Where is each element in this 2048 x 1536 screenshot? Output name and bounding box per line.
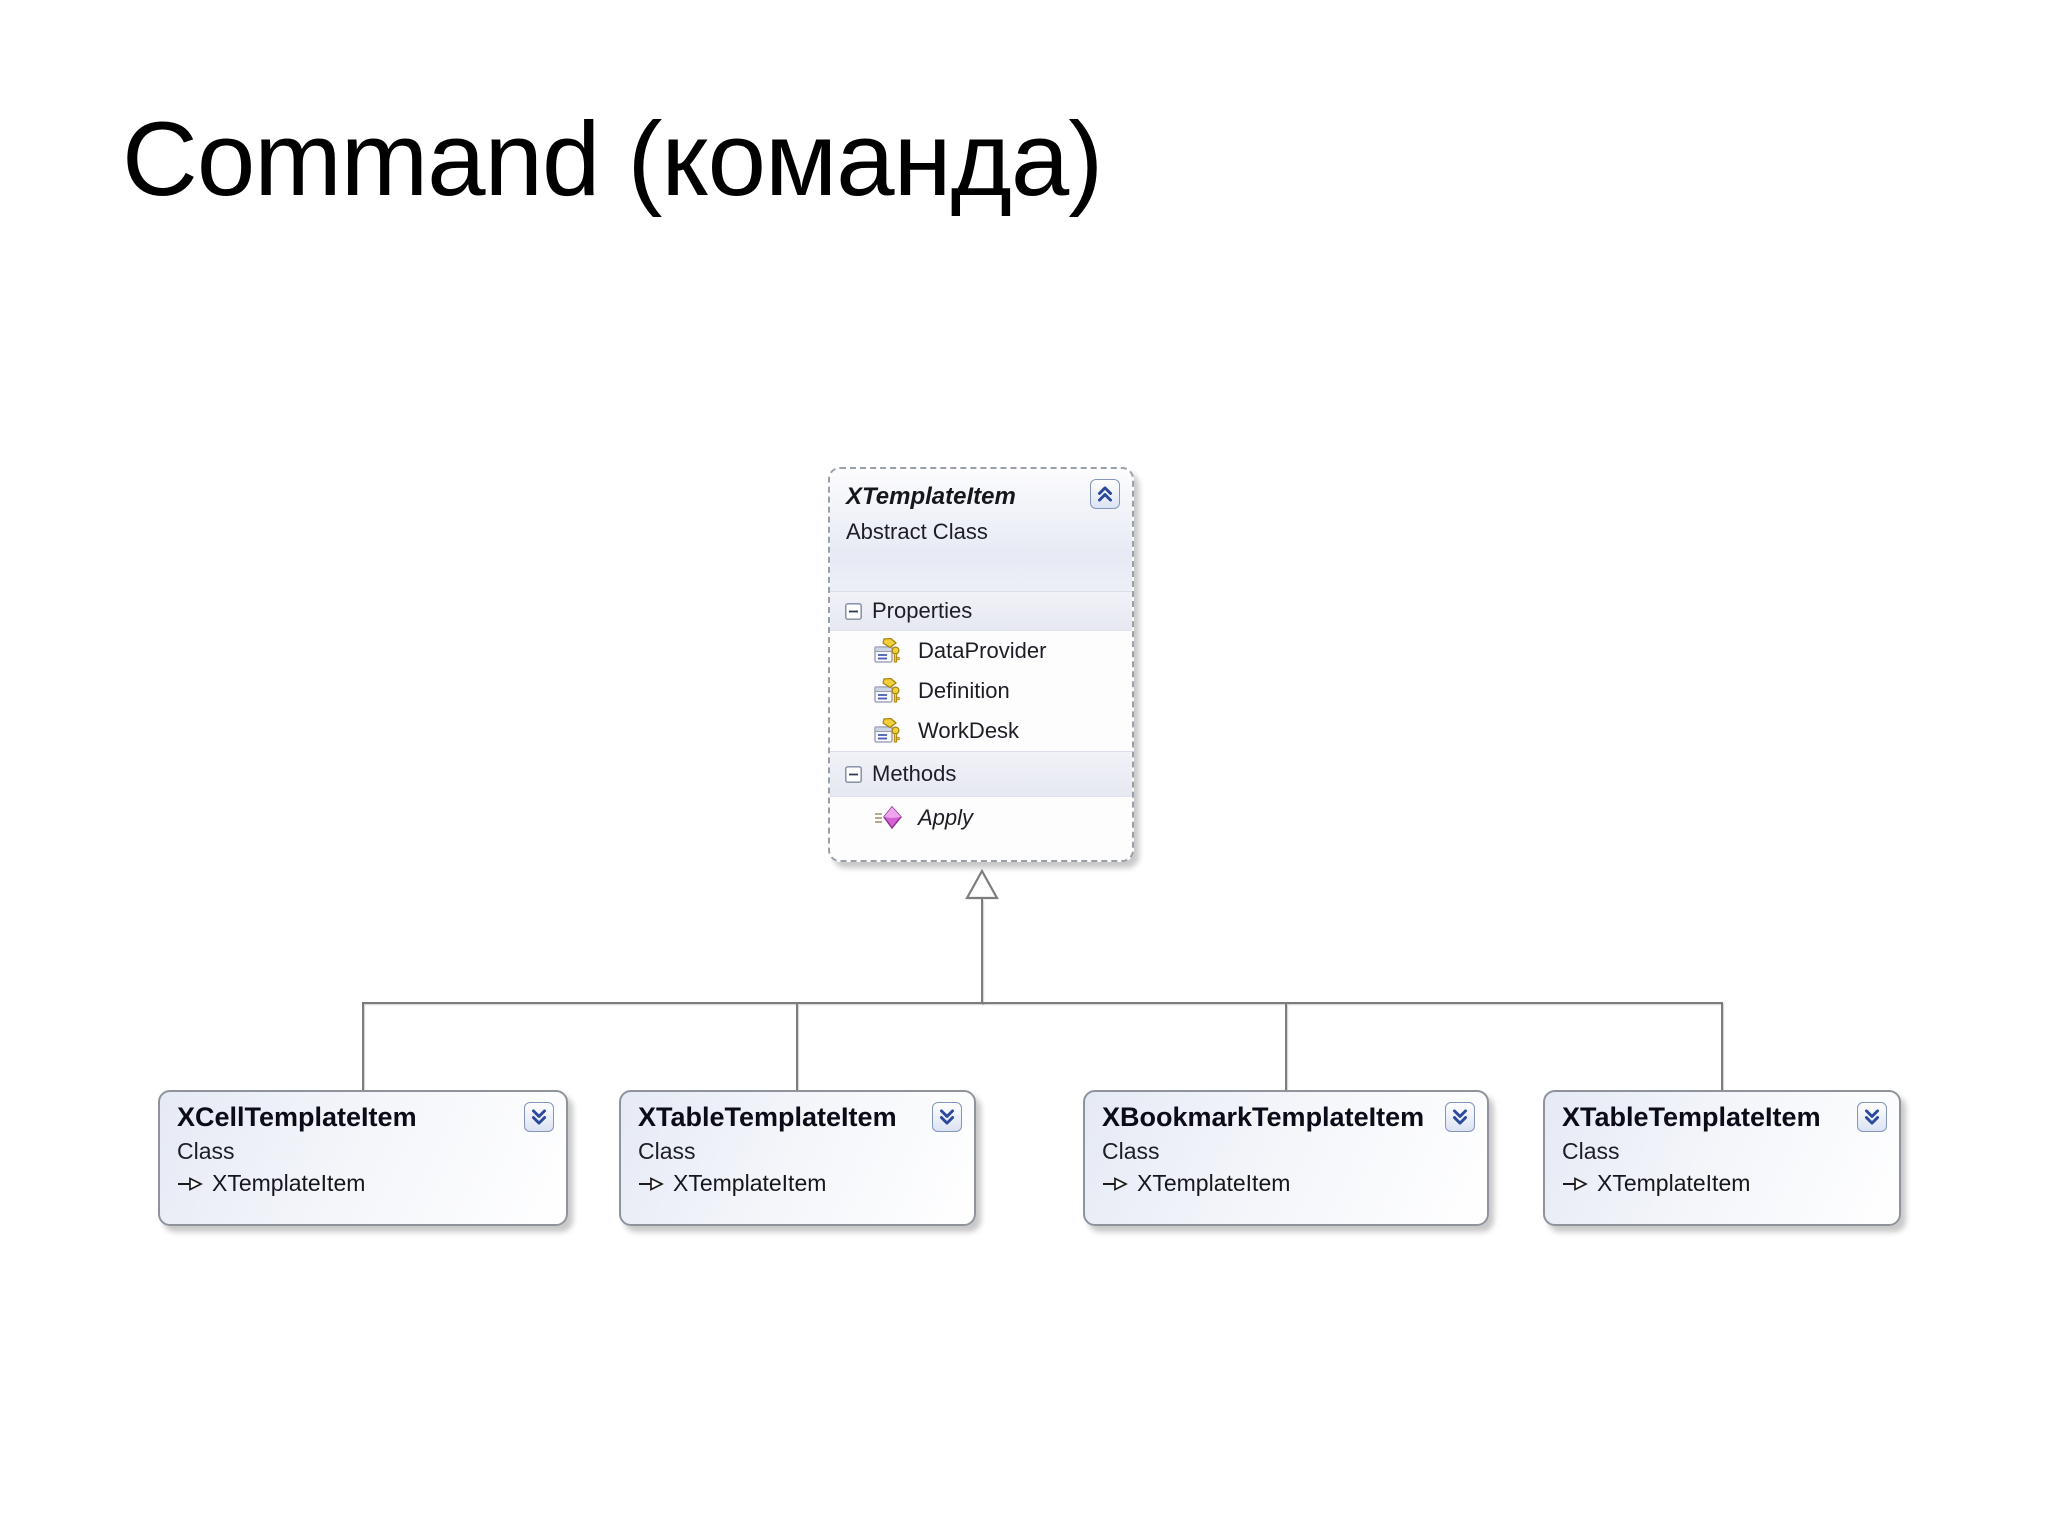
connector-line bbox=[1285, 1004, 1287, 1091]
class-name: XBookmarkTemplateItem bbox=[1102, 1102, 1425, 1132]
class-kind: Class bbox=[1102, 1138, 1160, 1164]
class-name: XTemplateItem bbox=[846, 483, 1016, 510]
connector-line bbox=[362, 1002, 1723, 1004]
class-kind: Class bbox=[177, 1138, 235, 1164]
inherits-row: XTemplateItem bbox=[177, 1170, 550, 1197]
method-row[interactable]: Apply bbox=[830, 797, 1132, 839]
class-header: XTemplateItem Abstract Class bbox=[830, 469, 1132, 591]
property-icon bbox=[874, 717, 904, 745]
inheritance-arrowhead-icon bbox=[965, 869, 999, 900]
method-icon bbox=[874, 804, 904, 832]
inherits-row: XTemplateItem bbox=[638, 1170, 958, 1197]
expand-button[interactable] bbox=[932, 1102, 962, 1132]
class-name: XTableTemplateItem bbox=[1562, 1102, 1821, 1132]
inherits-name: XTemplateItem bbox=[212, 1170, 366, 1196]
property-row[interactable]: DataProvider bbox=[830, 631, 1132, 671]
inherits-name: XTemplateItem bbox=[1597, 1170, 1751, 1196]
connector-line bbox=[362, 1004, 364, 1091]
expand-button[interactable] bbox=[1445, 1102, 1475, 1132]
class-kind: Class bbox=[1562, 1138, 1620, 1164]
inherits-arrow-icon bbox=[1102, 1175, 1129, 1193]
class-box-footer bbox=[830, 839, 1132, 860]
section-label: Methods bbox=[872, 761, 957, 786]
chevron-up-double-icon bbox=[1098, 486, 1112, 502]
inherits-arrow-icon bbox=[177, 1175, 204, 1193]
inherits-row: XTemplateItem bbox=[1562, 1170, 1883, 1197]
class-box-xcelltemplateitem[interactable]: XCellTemplateItem Class XTemplateItem bbox=[158, 1090, 568, 1226]
property-icon bbox=[874, 677, 904, 705]
section-label: Properties bbox=[872, 598, 973, 623]
connector-line bbox=[796, 1004, 798, 1091]
class-box-xbookmarktemplateitem[interactable]: XBookmarkTemplateItem Class XTemplateIte… bbox=[1083, 1090, 1489, 1226]
class-name: XTableTemplateItem bbox=[638, 1102, 897, 1132]
section-header-methods: Methods bbox=[830, 751, 1132, 797]
expand-button[interactable] bbox=[524, 1102, 554, 1132]
collapse-button[interactable] bbox=[1090, 479, 1120, 509]
connector-line bbox=[1721, 1004, 1723, 1091]
slide-title: Command (команда) bbox=[122, 101, 1103, 218]
inherits-arrow-icon bbox=[1562, 1175, 1589, 1193]
class-box-xtabletemplateitem[interactable]: XTableTemplateItem Class XTemplateItem bbox=[619, 1090, 976, 1226]
class-name: XCellTemplateItem bbox=[177, 1102, 417, 1132]
collapse-toggle-icon[interactable] bbox=[845, 765, 862, 783]
connector-line bbox=[981, 899, 983, 1004]
class-box-xtemplateitem[interactable]: XTemplateItem Abstract Class Properties bbox=[828, 467, 1134, 862]
property-icon bbox=[874, 637, 904, 665]
class-kind: Class bbox=[638, 1138, 696, 1164]
class-box-xtabletemplateitem-2[interactable]: XTableTemplateItem Class XTemplateItem bbox=[1543, 1090, 1901, 1226]
inherits-row: XTemplateItem bbox=[1102, 1170, 1471, 1197]
inherits-name: XTemplateItem bbox=[673, 1170, 827, 1196]
chevron-down-double-icon bbox=[532, 1109, 546, 1125]
collapse-toggle-icon[interactable] bbox=[845, 602, 862, 620]
inherits-arrow-icon bbox=[638, 1175, 665, 1193]
inherits-name: XTemplateItem bbox=[1137, 1170, 1291, 1196]
property-row[interactable]: WorkDesk bbox=[830, 711, 1132, 751]
property-name: DataProvider bbox=[918, 638, 1047, 663]
chevron-down-double-icon bbox=[1865, 1109, 1879, 1125]
expand-button[interactable] bbox=[1857, 1102, 1887, 1132]
chevron-down-double-icon bbox=[940, 1109, 954, 1125]
chevron-down-double-icon bbox=[1453, 1109, 1467, 1125]
section-header-properties: Properties bbox=[830, 591, 1132, 631]
class-kind: Abstract Class bbox=[846, 519, 988, 544]
method-name: Apply bbox=[918, 805, 974, 830]
property-name: Definition bbox=[918, 678, 1010, 703]
property-name: WorkDesk bbox=[918, 718, 1020, 743]
property-row[interactable]: Definition bbox=[830, 671, 1132, 711]
